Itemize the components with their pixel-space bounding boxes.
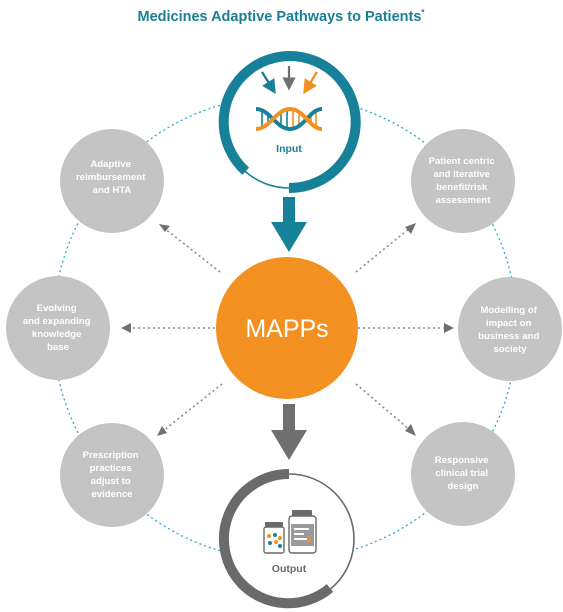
node-circle <box>458 277 562 381</box>
spoke-head-patient <box>405 223 416 234</box>
spoke-line-patient <box>355 227 411 273</box>
spoke-line-trial <box>355 383 411 431</box>
input-label: Input <box>276 143 302 155</box>
spoke-line-reimbursement <box>163 227 221 273</box>
node-label: Modelling of impact on business and soci… <box>478 305 542 355</box>
output-progress-arc-bottom <box>237 579 334 609</box>
node-trial: Responsive clinical trial design <box>411 422 515 526</box>
arrow-input-to-mapps <box>271 197 307 252</box>
spoke-head-prescription <box>157 426 167 436</box>
node-label: Responsive clinical trial design <box>435 455 492 492</box>
node-label: Evolving and expanding knowledge base <box>23 303 93 353</box>
node-circle <box>411 129 515 233</box>
spoke-head-knowledge <box>121 323 131 333</box>
node-circle <box>60 129 164 233</box>
node-circle <box>60 423 164 527</box>
title-footnote-mark: * <box>421 8 425 17</box>
node-circle <box>411 422 515 526</box>
node-label: Adaptive reimbursement and HTA <box>76 159 148 196</box>
mapps-center: MAPPs <box>216 257 358 399</box>
input-node: Input <box>218 51 361 194</box>
medicine-bottles-icon <box>263 510 317 554</box>
mapps-label: MAPPs <box>245 315 328 343</box>
node-patient: Patient centric and iterative benefit/ri… <box>411 129 515 233</box>
node-label: Prescription practices adjust to evidenc… <box>83 450 142 500</box>
arrow-mapps-to-output <box>271 404 307 460</box>
spoke-head-reimbursement <box>159 224 170 232</box>
input-progress-arc <box>218 51 361 194</box>
output-label: Output <box>272 563 307 575</box>
mapps-circle <box>216 257 358 399</box>
output-progress-arc-left <box>218 469 290 589</box>
output-node: Output <box>218 469 355 609</box>
node-circle <box>6 276 110 380</box>
diagram-title: Medicines Adaptive Pathways to Patients* <box>137 8 425 25</box>
dna-helix-icon <box>255 106 323 132</box>
node-modelling: Modelling of impact on business and soci… <box>458 277 562 381</box>
spoke-head-modelling <box>444 323 454 333</box>
node-prescription: Prescription practices adjust to evidenc… <box>60 423 164 527</box>
spoke-arrows <box>121 223 454 436</box>
arrow-down-icon-orange <box>303 71 319 95</box>
arrow-down-icon-teal <box>260 71 276 95</box>
node-label: Patient centric and iterative benefit/ri… <box>429 156 498 206</box>
node-reimbursement: Adaptive reimbursement and HTA <box>60 129 164 233</box>
node-knowledge: Evolving and expanding knowledge base <box>6 276 110 380</box>
spoke-head-trial <box>405 424 416 436</box>
spoke-line-prescription <box>162 383 223 432</box>
